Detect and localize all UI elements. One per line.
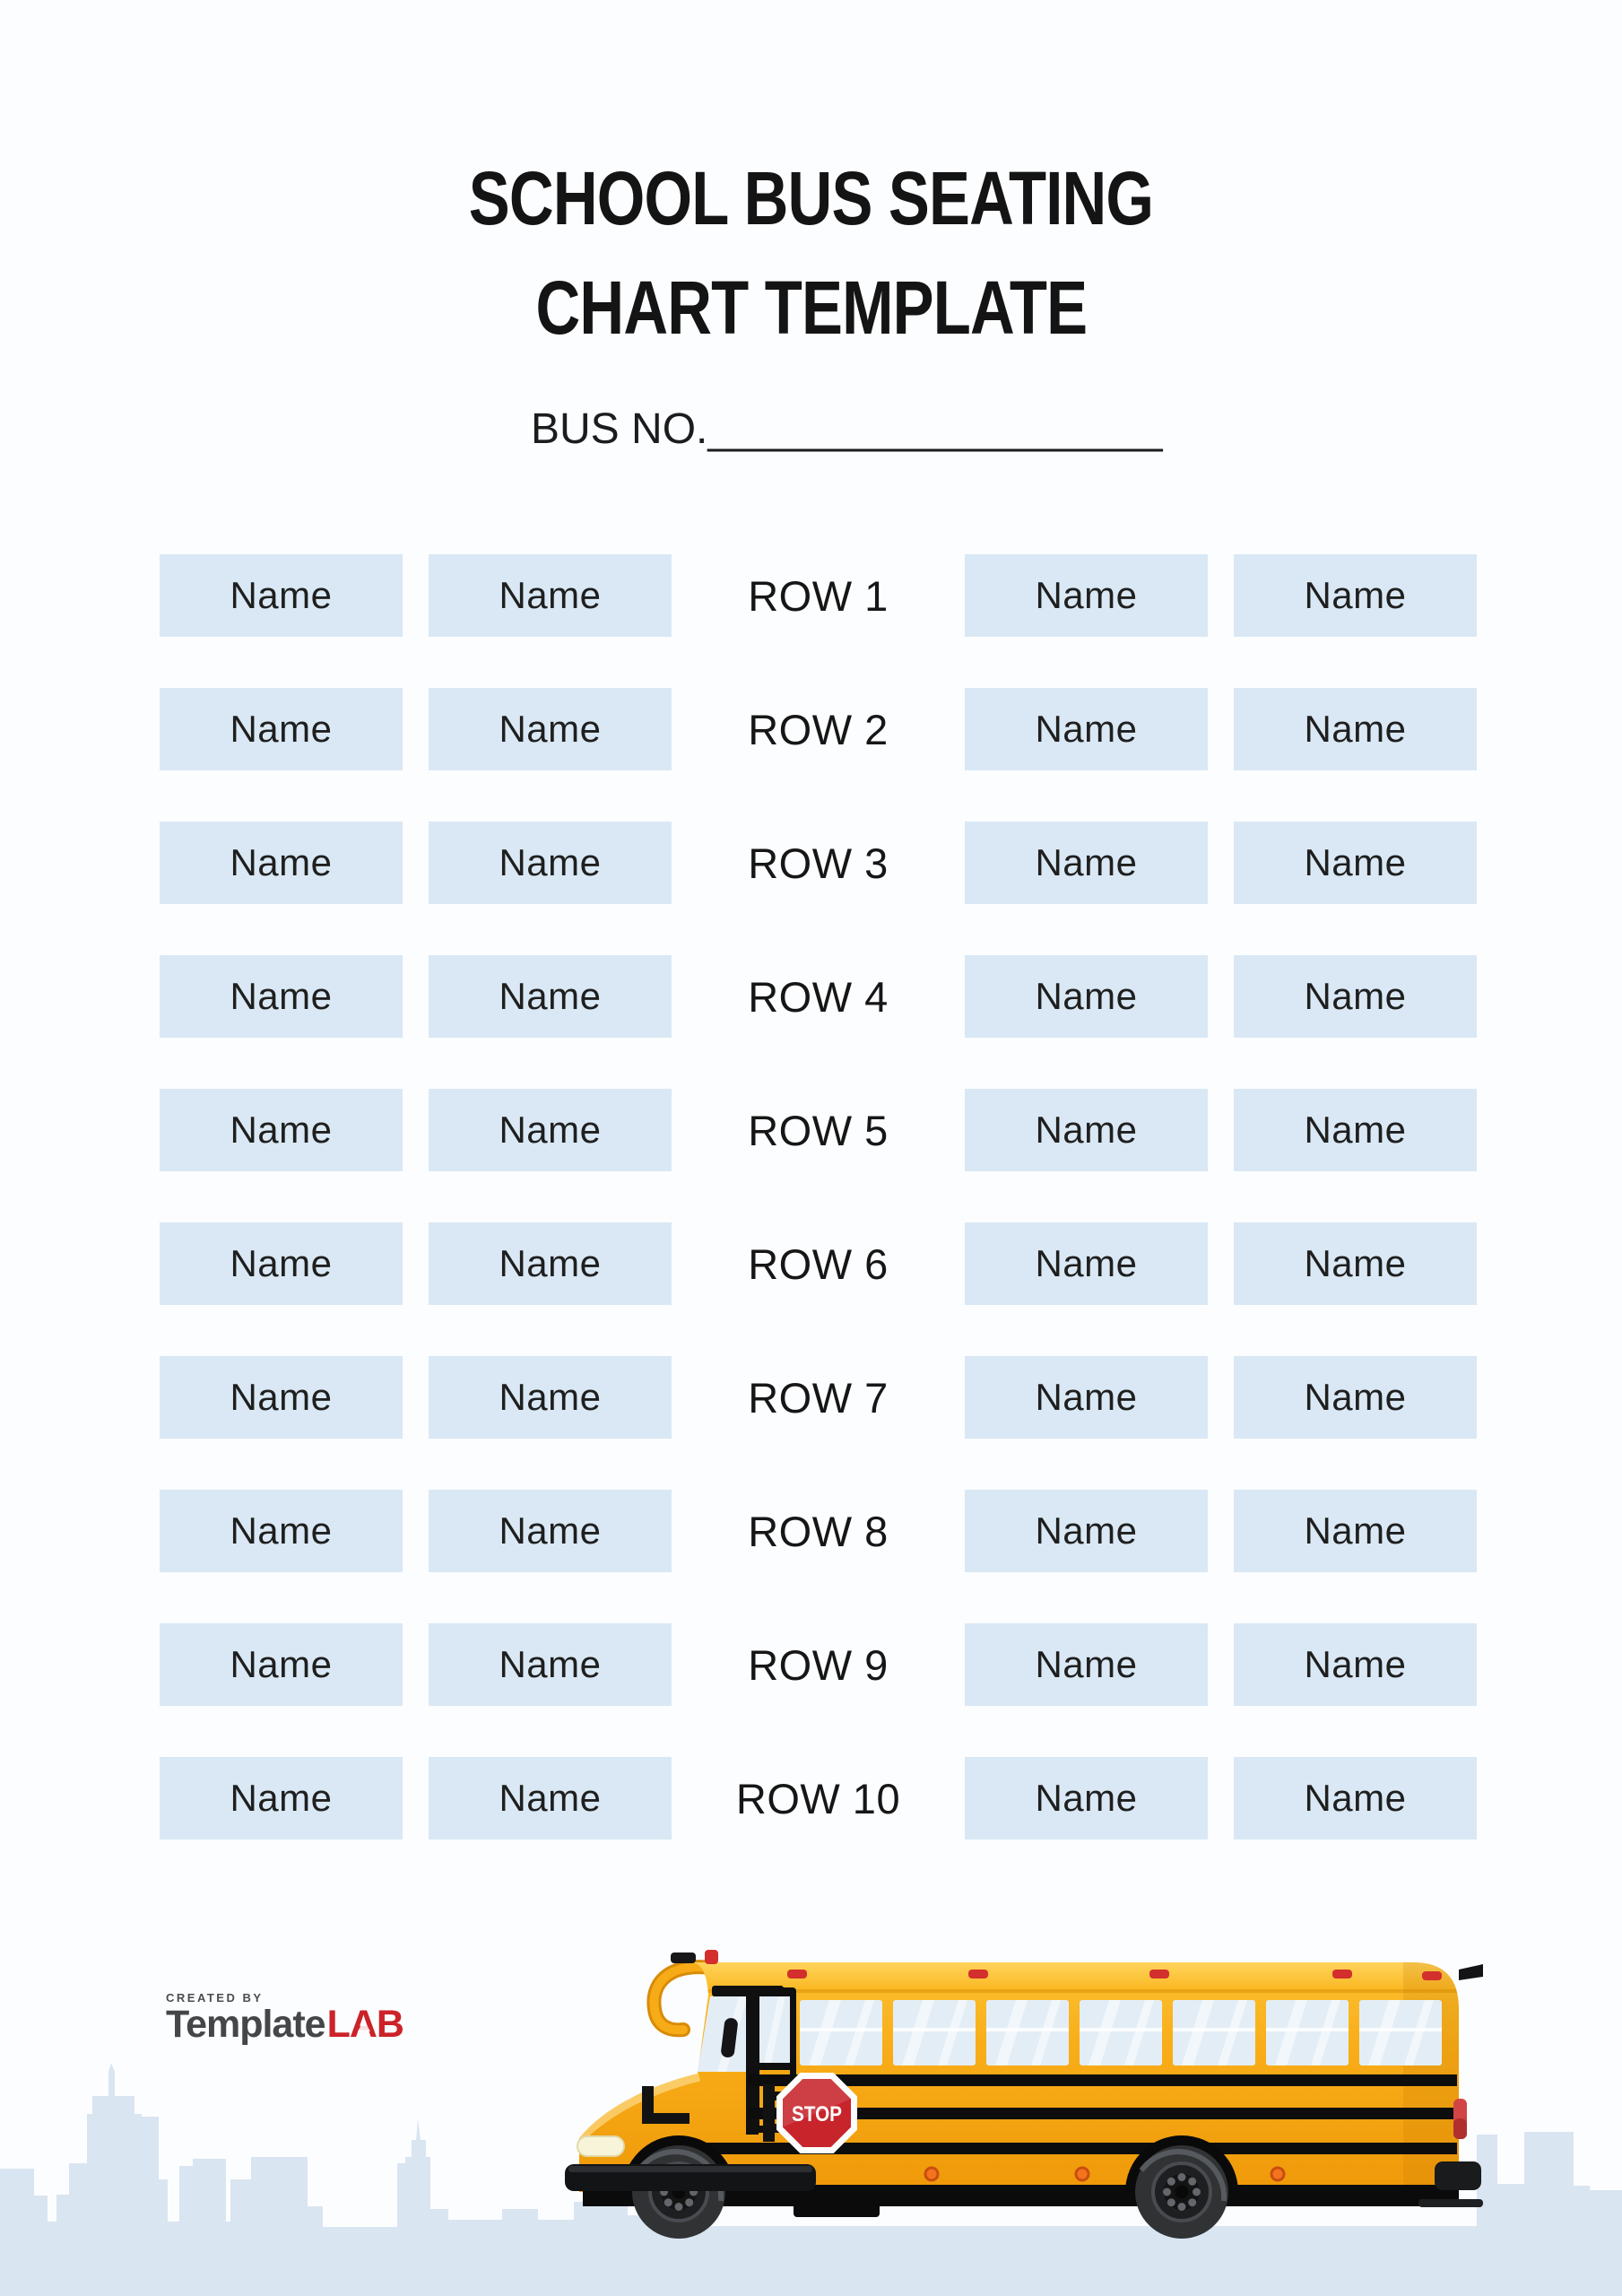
seat-cell[interactable]: Name <box>160 1623 403 1706</box>
seat-cell[interactable]: Name <box>429 1623 672 1706</box>
seat-cell[interactable]: Name <box>160 1757 403 1839</box>
seat-cell[interactable]: Name <box>160 822 403 904</box>
seat-cell[interactable]: Name <box>1234 1490 1477 1572</box>
bus-headlight <box>577 2135 625 2157</box>
seat-cell[interactable]: Name <box>965 955 1208 1038</box>
seat-cell[interactable]: Name <box>1234 554 1477 637</box>
row-label: ROW 3 <box>748 839 889 887</box>
bus-number-label: BUS NO. <box>531 405 708 453</box>
seat-cell[interactable]: Name <box>160 1089 403 1171</box>
seat-cell[interactable]: Name <box>1234 1222 1477 1305</box>
page-title-line2: CHART TEMPLATE <box>535 265 1088 350</box>
created-by-label: CREATED BY <box>166 1991 264 2005</box>
seat-cell[interactable]: Name <box>1234 1356 1477 1439</box>
seat-cell[interactable]: Name <box>1234 1089 1477 1171</box>
stop-sign: STOP <box>763 2073 857 2153</box>
bus-windows <box>800 2000 1442 2066</box>
templatelab-logo: CREATED BY TemplateLAB <box>166 1991 404 2046</box>
seat-cell[interactable]: Name <box>1234 822 1477 904</box>
seat-cell[interactable]: Name <box>965 1623 1208 1706</box>
row-label: ROW 6 <box>748 1239 889 1288</box>
rear-wheel <box>1135 2145 1228 2239</box>
bus-tail-light <box>1453 2099 1467 2139</box>
seat-row-9: Name Name ROW 9 Name Name <box>160 1623 1477 1706</box>
seat-row-2: Name Name ROW 2 Name Name <box>160 688 1477 770</box>
page-title-line1: SCHOOL BUS SEATING <box>468 156 1154 240</box>
seat-cell[interactable]: Name <box>429 1089 672 1171</box>
hood-bracket <box>642 2086 690 2124</box>
seat-row-6: Name Name ROW 6 Name Name <box>160 1222 1477 1305</box>
seat-cell[interactable]: Name <box>429 1490 672 1572</box>
bus-roof-markers <box>671 1950 1483 1980</box>
seat-cell[interactable]: Name <box>160 1356 403 1439</box>
seat-cell[interactable]: Name <box>429 554 672 637</box>
front-wheel <box>632 2145 725 2239</box>
bus-number-blank[interactable]: ___________________ <box>707 405 1163 453</box>
row-label: ROW 2 <box>748 705 889 753</box>
row-label: ROW 7 <box>748 1373 889 1422</box>
seat-cell[interactable]: Name <box>965 1222 1208 1305</box>
seat-cell[interactable]: Name <box>160 1222 403 1305</box>
bus-side-stripes <box>699 2074 1457 2154</box>
row-label: ROW 5 <box>748 1106 889 1154</box>
seat-row-3: Name Name ROW 3 Name Name <box>160 822 1477 904</box>
seat-cell[interactable]: Name <box>429 822 672 904</box>
seat-cell[interactable]: Name <box>965 1757 1208 1839</box>
seat-cell[interactable]: Name <box>965 822 1208 904</box>
seat-cell[interactable]: Name <box>429 955 672 1038</box>
seat-cell[interactable]: Name <box>1234 688 1477 770</box>
flask-icon <box>358 2020 370 2031</box>
brand-part1: Template <box>166 2003 326 2046</box>
seat-cell[interactable]: Name <box>965 1490 1208 1572</box>
bus-rear-bumper <box>1418 2161 1483 2207</box>
seat-cell[interactable]: Name <box>965 688 1208 770</box>
seat-cell[interactable]: Name <box>429 1757 672 1839</box>
seating-grid: Name Name ROW 1 Name Name Name Name ROW … <box>160 554 1477 1891</box>
school-bus-illustration: STOP <box>565 1950 1483 2296</box>
brand-name: TemplateLAB <box>166 2003 404 2046</box>
bus-front-hook <box>646 1960 720 2038</box>
seat-cell[interactable]: Name <box>965 1356 1208 1439</box>
seat-cell[interactable]: Name <box>429 1356 672 1439</box>
seat-row-1: Name Name ROW 1 Name Name <box>160 554 1477 637</box>
row-label: ROW 8 <box>748 1507 889 1555</box>
stop-sign-label: STOP <box>792 2102 842 2126</box>
seat-cell[interactable]: Name <box>1234 1757 1477 1839</box>
seat-cell[interactable]: Name <box>160 1490 403 1572</box>
seat-row-10: Name Name ROW 10 Name Name <box>160 1757 1477 1839</box>
row-label: ROW 4 <box>748 972 889 1021</box>
seat-cell[interactable]: Name <box>1234 955 1477 1038</box>
row-label: ROW 1 <box>748 571 889 620</box>
seat-row-4: Name Name ROW 4 Name Name <box>160 955 1477 1038</box>
seat-row-5: Name Name ROW 5 Name Name <box>160 1089 1477 1171</box>
row-label: ROW 9 <box>748 1640 889 1689</box>
city-skyline-silhouette <box>0 2063 1622 2296</box>
seat-cell[interactable]: Name <box>429 1222 672 1305</box>
row-label: ROW 10 <box>735 1774 901 1822</box>
bus-number-line[interactable]: BUS NO.___________________ <box>531 404 1163 454</box>
seat-cell[interactable]: Name <box>1234 1623 1477 1706</box>
seat-row-7: Name Name ROW 7 Name Name <box>160 1356 1477 1439</box>
seat-cell[interactable]: Name <box>160 688 403 770</box>
seat-row-8: Name Name ROW 8 Name Name <box>160 1490 1477 1572</box>
seat-cell[interactable]: Name <box>160 955 403 1038</box>
seat-cell[interactable]: Name <box>965 1089 1208 1171</box>
seat-cell[interactable]: Name <box>160 554 403 637</box>
seat-cell[interactable]: Name <box>965 554 1208 637</box>
seat-cell[interactable]: Name <box>429 688 672 770</box>
bus-front-bumper <box>565 2164 816 2191</box>
